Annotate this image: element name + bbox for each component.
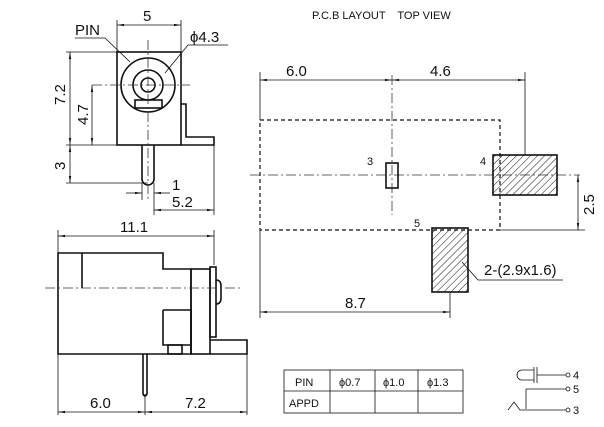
table-header: PIN <box>295 377 313 389</box>
dim-left: 6.0 <box>90 395 111 412</box>
dim-pin-length: 3 <box>52 162 69 170</box>
table-cell: APPD <box>289 398 319 410</box>
side-view: 11.1 6.0 7.2 <box>45 219 248 415</box>
pad-4-label: 4 <box>480 156 486 168</box>
pad-3 <box>385 162 399 189</box>
dim-length: 11.1 <box>120 219 148 236</box>
title: P.C.B LAYOUT TOP VIEW <box>312 10 451 22</box>
dim-height: 7.2 <box>52 84 69 105</box>
pin-label: PIN <box>75 22 100 39</box>
pad-spec: 2-(2.9x1.6) <box>484 262 557 279</box>
dim-pcb-right: 4.6 <box>430 63 451 80</box>
dim-center-height: 4.7 <box>75 104 92 125</box>
dim-pcb-offset: 2.5 <box>581 194 598 215</box>
pad-3-label: 3 <box>367 156 373 168</box>
pad-5 <box>431 227 469 293</box>
table-header: ϕ1.3 <box>427 377 448 389</box>
front-view: 5 PIN ϕ4.3 7.2 4.7 3 1 5.2 <box>52 8 228 215</box>
dim-right: 7.2 <box>185 395 206 412</box>
pad-5-label: 5 <box>414 218 420 230</box>
dim-pad5-x: 8.7 <box>345 295 366 312</box>
schematic-symbol: 4 5 3 <box>507 367 579 417</box>
schematic-pin-4: 4 <box>573 370 579 382</box>
schematic-pin-3: 3 <box>573 405 579 417</box>
dim-width: 5 <box>143 8 151 25</box>
pin-table: PIN ϕ0.7 ϕ1.0 ϕ1.3 APPD <box>283 369 464 414</box>
pcb-layout: 3 4 5 6.0 4.6 2.5 8.7 2-(2.9x1.6) <box>250 63 598 318</box>
dim-pcb-left: 6.0 <box>286 63 307 80</box>
dim-tab-offset: 5.2 <box>172 194 193 211</box>
pad-4 <box>492 154 558 196</box>
dim-diameter: ϕ4.3 <box>190 29 219 46</box>
table-header: ϕ0.7 <box>339 377 360 389</box>
dim-pin-offset: 1 <box>172 177 180 194</box>
schematic-pin-5: 5 <box>573 384 579 396</box>
table-header: ϕ1.0 <box>383 377 404 389</box>
